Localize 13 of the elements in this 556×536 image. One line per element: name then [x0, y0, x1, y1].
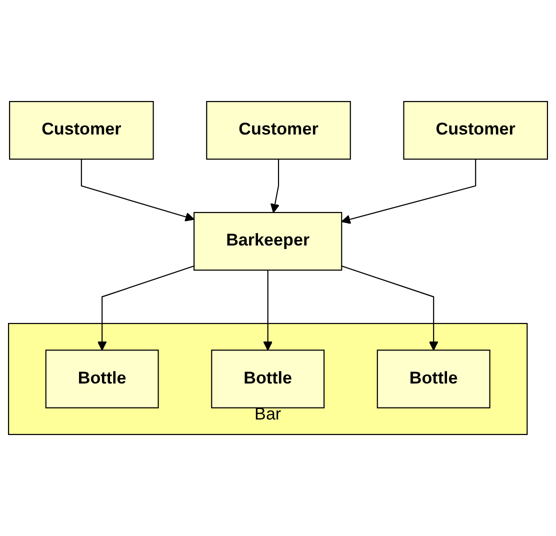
- arrow: [97, 266, 194, 351]
- node-box: Barkeeper: [194, 212, 342, 271]
- arrow: [263, 270, 273, 351]
- node-box: Bottle: [45, 350, 159, 408]
- arrow: [341, 266, 438, 351]
- arrow: [80, 159, 194, 222]
- node-box: Bottle: [211, 350, 325, 408]
- arrow: [341, 159, 476, 224]
- node-box: Bottle: [376, 350, 490, 408]
- node-box: Customer: [403, 100, 548, 160]
- node-box: Customer: [206, 100, 351, 160]
- node-box: Customer: [9, 100, 154, 160]
- arrow: [270, 159, 280, 213]
